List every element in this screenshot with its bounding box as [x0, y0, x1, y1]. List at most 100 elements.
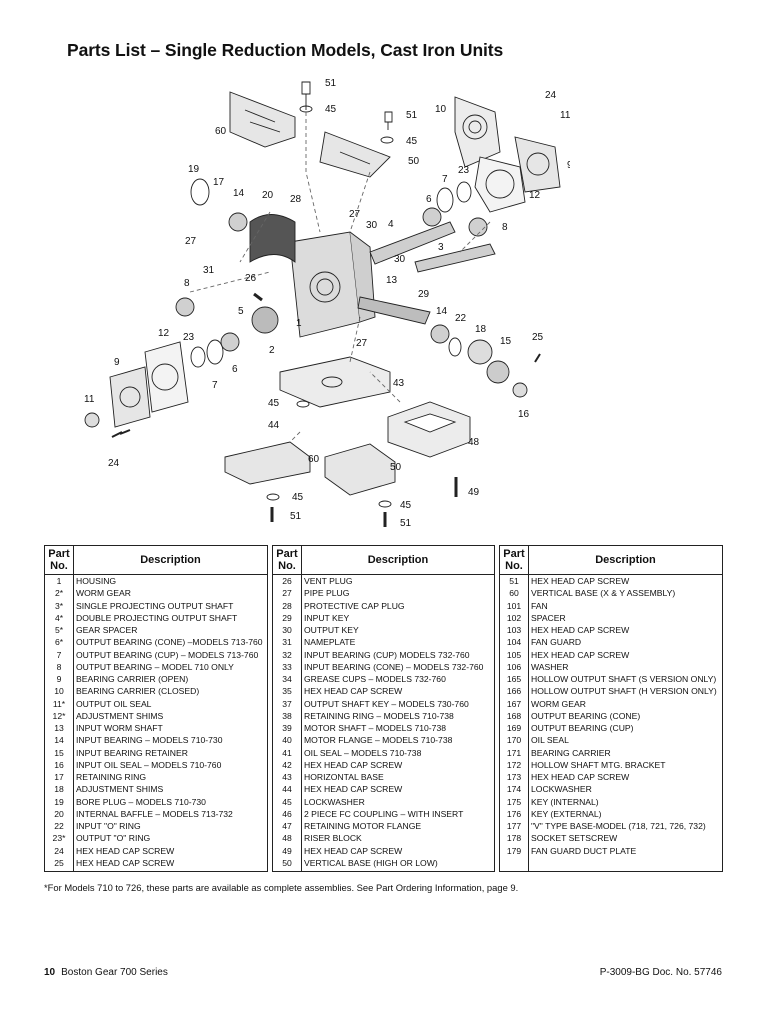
table-row: 2*WORM GEAR: [44, 587, 268, 600]
part-description-cell: SINGLE PROJECTING OUTPUT SHAFT: [76, 600, 234, 611]
part-description-cell: OUTPUT BEARING (CUP) – MODELS 713-760: [76, 649, 259, 660]
callout-label: 25: [532, 332, 544, 343]
part-number-cell: 176: [499, 807, 529, 820]
part-number-cell: 31: [272, 636, 302, 649]
callout-label: 43: [393, 378, 405, 389]
part-number-cell: 46: [272, 807, 302, 820]
callout-label: 19: [188, 164, 200, 175]
part-number-cell: 2*: [44, 587, 74, 600]
part-description-cell: INPUT BEARING RETAINER: [76, 747, 188, 758]
part-description-cell: INPUT BEARING (CUP) MODELS 732-760: [304, 649, 470, 660]
part-number-cell: 48: [272, 832, 302, 845]
part-description-cell: OIL SEAL: [531, 735, 569, 746]
callout-label: 23: [458, 165, 470, 176]
callout-label: 31: [203, 265, 215, 276]
callout-label: 26: [245, 273, 257, 284]
callout-label: 20: [262, 190, 274, 201]
part-description-cell: NAMEPLATE: [304, 637, 356, 648]
part-description-cell: OIL SEAL – MODELS 710-738: [304, 747, 422, 758]
part-number-cell: 8: [44, 660, 74, 673]
part-description-cell: SPACER: [531, 612, 566, 623]
part-number-cell: 28: [272, 599, 302, 612]
part-description-cell: OUTPUT BEARING (CONE) –MODELS 713-760: [76, 637, 263, 648]
part-number-cell: [499, 856, 529, 872]
callout-label: 3: [438, 242, 444, 253]
callout-label: 23: [183, 332, 195, 343]
callout-label: 14: [436, 306, 448, 317]
part-description-cell: OUTPUT SHAFT KEY – MODELS 730-760: [304, 698, 469, 709]
part-number-cell: 44: [272, 783, 302, 796]
part-number-cell: 106: [499, 660, 529, 673]
callout-label: 7: [442, 174, 448, 185]
callout-label: 27: [349, 209, 361, 220]
part-number-cell: 43: [272, 771, 302, 784]
part-description-cell: INPUT OIL SEAL – MODELS 710-760: [76, 759, 222, 770]
callout-label: 28: [290, 194, 302, 205]
part-description-cell: OUTPUT BEARING – MODEL 710 ONLY: [76, 661, 234, 672]
part-description-cell: HOUSING: [76, 576, 117, 586]
part-description-cell: HEX HEAD CAP SCREW: [531, 625, 630, 635]
callout-label: 12: [529, 190, 541, 201]
callout-label: 44: [268, 420, 280, 431]
part-description-cell: HEX HEAD CAP SCREW: [76, 845, 175, 856]
part-number-cell: 175: [499, 795, 529, 808]
part-description-cell: INPUT WORM SHAFT: [76, 723, 163, 733]
part-number-cell: 23*: [44, 832, 74, 845]
table-row: 177"V" TYPE BASE-MODEL (718, 721, 726, 7…: [499, 820, 723, 833]
part-description-cell: VENT PLUG: [304, 576, 353, 586]
callout-label: 1: [296, 318, 302, 329]
table-row: 11*OUTPUT OIL SEAL: [44, 697, 268, 710]
part-number-cell: 15: [44, 746, 74, 759]
part-description-cell: HEX HEAD CAP SCREW: [304, 759, 403, 770]
part-number-cell: 167: [499, 697, 529, 710]
callout-label: 17: [213, 177, 225, 188]
part-number-cell: 102: [499, 611, 529, 624]
part-no-header: Part No.: [272, 545, 302, 575]
part-description-cell: ADJUSTMENT SHIMS: [76, 710, 164, 721]
part-description-cell: INPUT BEARING (CONE) – MODELS 732-760: [304, 661, 484, 672]
part-description-cell: INPUT KEY: [304, 612, 350, 623]
callout-label: 10: [435, 104, 447, 115]
callout-label: 11: [560, 110, 570, 121]
part-number-cell: 39: [272, 722, 302, 735]
part-description-cell: PIPE PLUG: [304, 588, 350, 599]
table-row: 3*SINGLE PROJECTING OUTPUT SHAFT: [44, 599, 268, 612]
part-number-cell: 42: [272, 758, 302, 771]
part-description-cell: WORM GEAR: [531, 698, 586, 709]
page-number: 10: [44, 967, 56, 978]
part-description-cell: LOCKWASHER: [531, 784, 592, 795]
exploded-parts-diagram: 51 45 60 51 45 50 10 24 11 9 12 23 7 6 8…: [84, 78, 570, 529]
part-number-cell: 41: [272, 746, 302, 759]
part-number-cell: 30: [272, 624, 302, 637]
part-number-cell: 5*: [44, 624, 74, 637]
part-description-cell: 2 PIECE FC COUPLING – WITH INSERT: [304, 808, 464, 819]
part-number-cell: 40: [272, 734, 302, 747]
part-description-cell: MOTOR SHAFT – MODELS 710-738: [304, 723, 447, 733]
callout-label: 49: [468, 487, 480, 498]
callout-label: 24: [108, 458, 120, 469]
part-description-cell: HORIZONTAL BASE: [304, 772, 384, 782]
part-description-cell: BEARING CARRIER: [531, 747, 611, 758]
callout-label: 8: [502, 222, 508, 233]
callout-label: 45: [325, 104, 337, 115]
table-row: 6*OUTPUT BEARING (CONE) –MODELS 713-760: [44, 636, 268, 649]
part-number-cell: 169: [499, 722, 529, 735]
part-description-cell: HEX HEAD CAP SCREW: [304, 784, 403, 795]
